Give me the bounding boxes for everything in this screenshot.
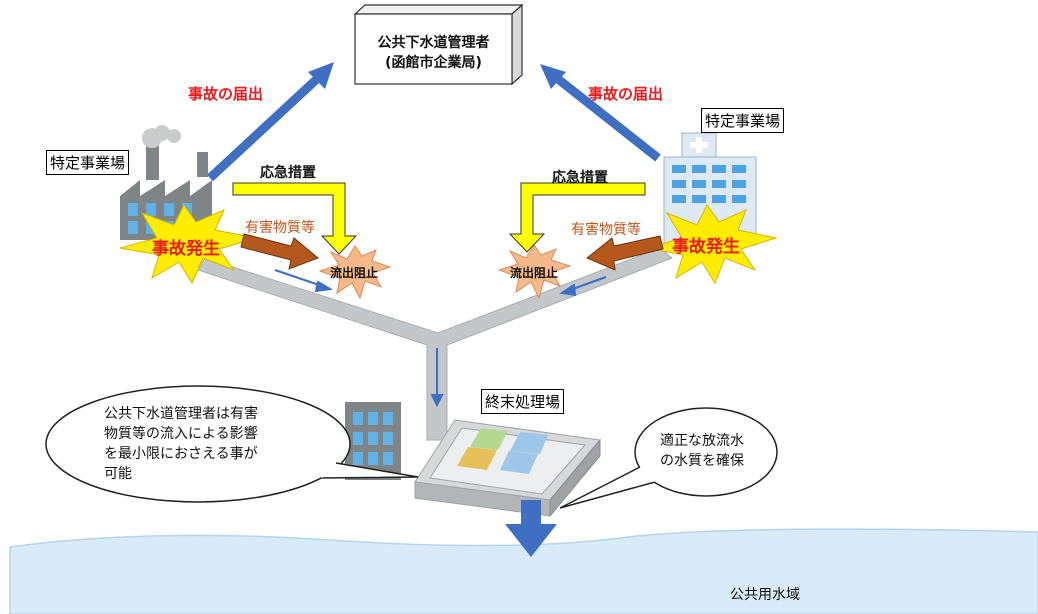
accident-label-right: 事故発生 [672,237,740,257]
flow-arrow-down [430,348,444,408]
bubble-right-line: 適正な放流水 [660,433,744,449]
accident-burst-left [119,204,257,285]
site-label-right: 特定事業場 [701,108,785,133]
manager-title: 公共下水道管理者 [377,35,490,51]
report-label-left: 事故の届出 [188,85,264,103]
report-arrow-left [206,62,334,182]
block-label-right: 流出阻止 [510,266,559,280]
manager-subtitle: (函館市企業局) [385,55,482,71]
manager-box [353,3,524,86]
speech-bubble-left [45,385,419,503]
bubble-right-line: の水質を確保 [660,453,744,469]
substance-label-left: 有害物質等 [245,220,315,236]
response-label-right: 応急措置 [552,170,608,186]
sewer-pipe [197,247,673,441]
bubble-left-line: 公共下水道管理者は有害 [104,406,258,422]
flow-arrow-right [559,276,607,297]
flow-arrow-left [274,269,333,293]
water-label: 公共用水域 [730,587,800,603]
accident-label-left: 事故発生 [152,239,220,259]
block-burst-right [497,244,572,300]
response-arrow-left [232,182,358,255]
bubble-left-line: 可能 [104,466,132,482]
plant-label: 終末処理場 [481,389,565,414]
report-label-right: 事故の届出 [588,85,664,103]
accident-burst-right [647,204,778,285]
speech-bubble-right [559,407,778,509]
response-label-left: 応急措置 [260,165,316,181]
report-arrow-right [540,64,661,162]
block-label-left: 流出阻止 [330,266,379,280]
site-label-left: 特定事業場 [46,150,130,175]
block-burst-left [318,245,392,300]
bubble-right-text: 適正な放流水 の水質を確保 [660,431,770,471]
substance-arrow-left [240,233,319,270]
bubble-left-line: を最小限におさえる事が [104,446,258,462]
bubble-left-text: 公共下水道管理者は有害 物質等の流入による影響 を最小限におさえる事が 可能 [104,404,314,484]
bubble-left-line: 物質等の流入による影響 [104,426,258,442]
response-arrow-right [508,182,646,253]
substance-arrow-right [586,235,664,271]
substance-label-right: 有害物質等 [571,222,641,238]
treatment-plant [345,402,601,518]
discharge-arrow [505,500,557,557]
